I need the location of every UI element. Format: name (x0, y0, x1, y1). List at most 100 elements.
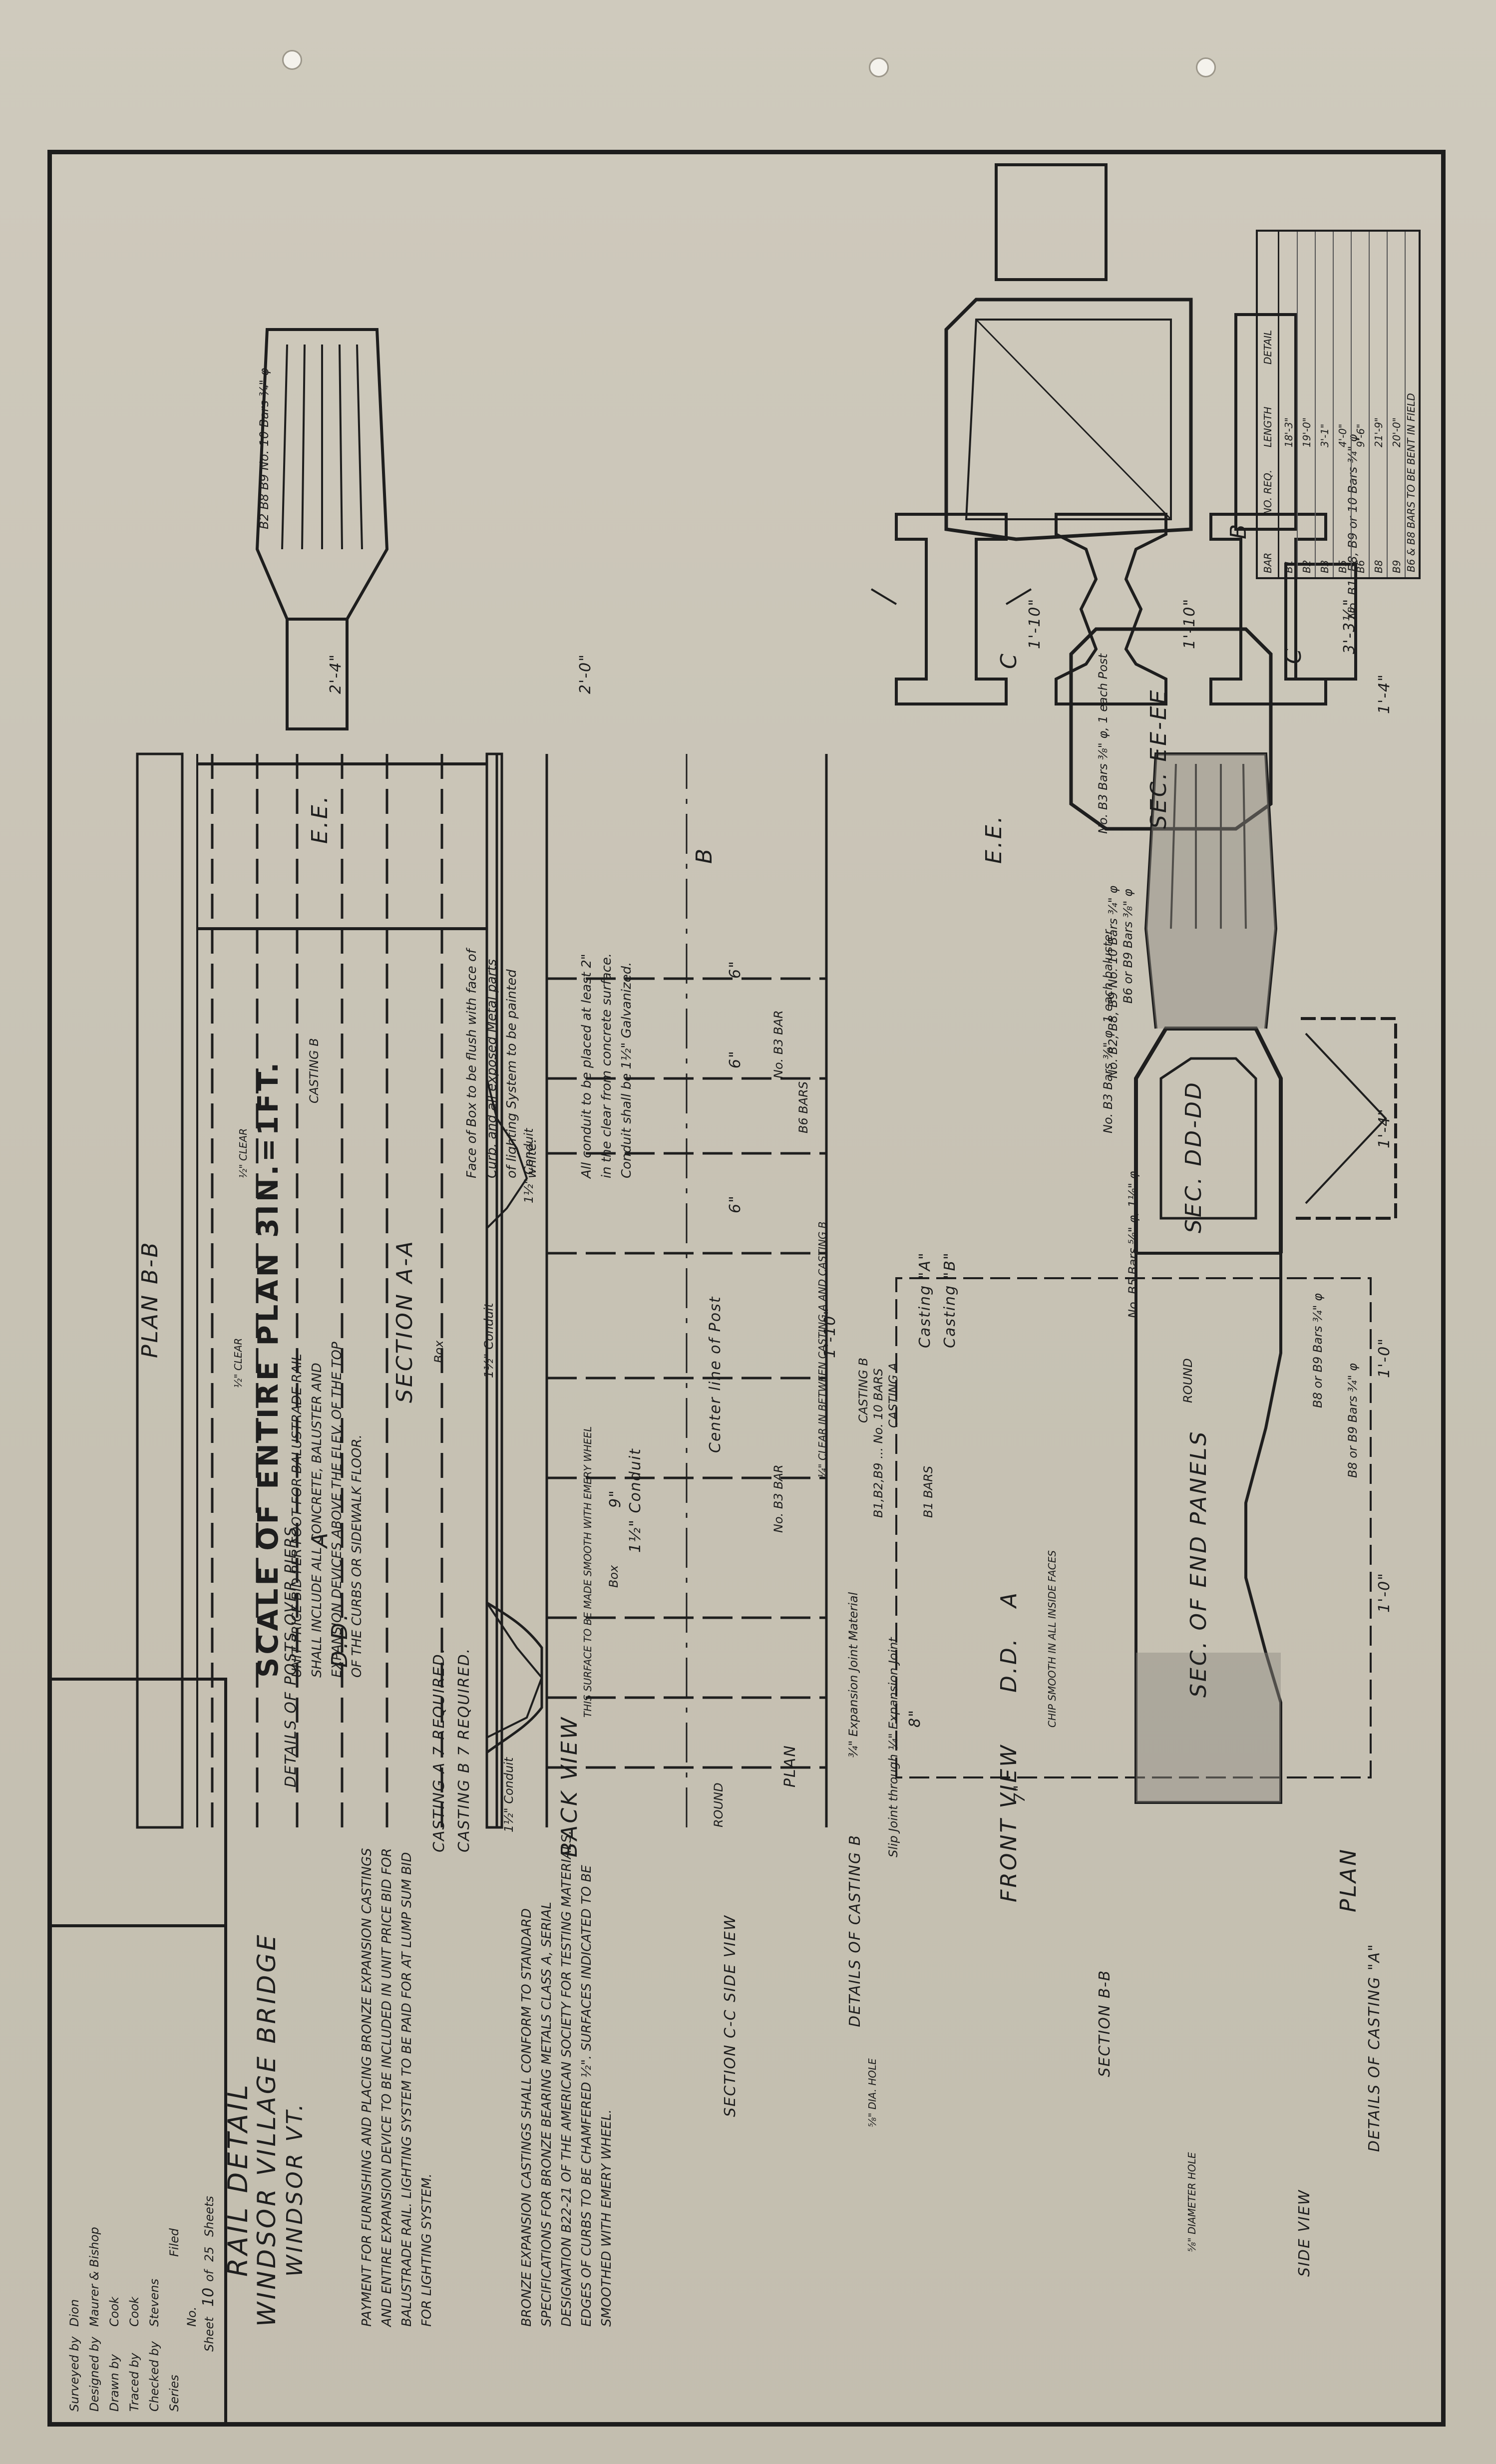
schedule-cell: 3'-1" (1319, 423, 1331, 447)
schedule-cell: 9'-6" (1355, 423, 1367, 447)
schedule-cell: B8 (1373, 560, 1385, 573)
filed-label: Filed (167, 2228, 181, 2257)
round-label: ROUND (1181, 1358, 1195, 1403)
traced-label: Traced by (127, 2353, 141, 2412)
dim-label: 6" (727, 1050, 744, 1068)
conduit-label: 1½" Conduit (627, 1448, 644, 1553)
dim-label: 1'-0" (1376, 1572, 1393, 1613)
schedule-cell (1370, 451, 1387, 519)
bars-note: B6 or B9 Bars ⅜" φ (1121, 889, 1135, 1004)
title-line-2: WINDSOR VILLAGE BRIDGE (252, 1932, 281, 2327)
dim-label: 1'-10" (1181, 598, 1198, 649)
schedule-cell: B1 (1283, 560, 1295, 573)
of-label: of (202, 2270, 216, 2282)
schedule-cell: B6 (1355, 560, 1367, 573)
section-aa-label: SECTION A-A (392, 1239, 417, 1403)
scale-note: SCALE OF ENTIRE PLAN 3IN.=1FT. (252, 1059, 285, 1678)
schedule-cell (1298, 451, 1315, 519)
schedule-header: LENGTH (1262, 406, 1274, 448)
casting-a-label: Casting "A" (916, 1252, 934, 1348)
box-label: Box (607, 1565, 621, 1588)
casting-note: ¼" CLEAR IN BETWEEN CASTING A AND CASTIN… (816, 1221, 828, 1478)
no-label: No. (185, 2306, 199, 2327)
side-view-label: SIDE VIEW (1296, 2189, 1313, 2277)
conduit-note: All conduit to be placed at least 2" in … (579, 953, 634, 1178)
schedule-cell (1316, 261, 1333, 368)
bronze-spec-note: BRONZE EXPANSION CASTINGS SHALL CONFORM … (519, 1830, 614, 2327)
details-casting-a-label: DETAILS OF CASTING "A" (1366, 1943, 1383, 2152)
clear-label: ½" CLEAR (237, 1128, 249, 1178)
clear-label: ½" CLEAR (232, 1338, 244, 1388)
details-casting-b-label: DETAILS OF CASTING B (846, 1834, 864, 2027)
casting-b-label: CASTING B (307, 1038, 321, 1103)
punch-hole (1196, 57, 1216, 77)
punch-hole (869, 57, 889, 77)
box-note: Face of Box to be flush with face of Cur… (464, 949, 539, 1178)
schedule-row: B6 9'-6" (1352, 232, 1370, 577)
schedule-row: B2 19'-0" (1298, 232, 1316, 577)
series-label: Series (167, 2375, 181, 2412)
schedule-row: B8 21'-9" (1370, 232, 1388, 577)
surveyed-value: Dion (67, 2299, 81, 2327)
ee-marker: E.E. (307, 794, 333, 844)
dim-label: 8" (906, 1709, 924, 1728)
sheet-total: 25 (202, 2246, 216, 2262)
drawn-label: Drawn by (107, 2354, 121, 2412)
casting-b-label: CASTING B (856, 1358, 870, 1423)
bars-b3-label: No. B3 BAR (771, 1010, 785, 1078)
dim-label: 3'-3⅛" (1341, 598, 1358, 654)
schedule-cell (1352, 261, 1369, 368)
unit-price-note: UNIT PRICE BID PER FOOT FOR BALUSTRADE R… (290, 1342, 365, 1678)
box-label: Box (432, 1340, 446, 1363)
top-rail-outline (136, 752, 184, 1829)
drawing-area: SCALE OF ENTIRE PLAN 3IN.=1FT. DETAILS O… (47, 150, 1446, 2427)
dia-hole-label: ⅝" DIA. HOLE (866, 2058, 878, 2127)
dim-label: 2'-4" (327, 653, 345, 694)
castings-required-note: CASTING A 7 REQUIRED. CASTING B 7 REQUIR… (430, 1647, 473, 1852)
schedule-header: NO. REQ. (1262, 469, 1274, 515)
sheet-label: Sheet (202, 2317, 216, 2352)
bars-note: No. B2, B8, B9 No. 10 Bars ¾" φ (1106, 885, 1120, 1078)
designed-value: Maurer & Bishop (87, 2227, 101, 2327)
schedule-cell: B2 (1301, 560, 1313, 573)
payment-note: PAYMENT FOR FURNISHING AND PLACING BRONZ… (360, 1848, 434, 2327)
ee-marker: E.E. (981, 814, 1007, 864)
bars-note: No. B5 Bars ⅝" φ, 1⅛" φ (1126, 1171, 1140, 1318)
title-line-3: WINDSOR VT. (282, 2101, 308, 2277)
schedule-cell: 18'-3" (1283, 417, 1295, 447)
schedule-cell (1298, 261, 1315, 368)
dia-hole-label: ⅝" DIAMETER HOLE (1186, 2152, 1198, 2252)
bars-label: B2 B8 B9 No. 10 Bars ¾" φ (257, 367, 271, 529)
casting-a-label: CASTING A (886, 1363, 900, 1428)
drawing-linework (136, 163, 1397, 1829)
schedule-cell: 21'-9" (1373, 417, 1385, 447)
schedule-footnote: B6 & B8 BARS TO BE BENT IN FIELD (1405, 393, 1417, 572)
checked-label: Checked by (147, 2341, 161, 2412)
traced-value: Cook (127, 2296, 141, 2327)
schedule-header: BAR (1262, 552, 1274, 573)
schedule-cell (1316, 451, 1333, 519)
dd-marker: D.D. (996, 1637, 1022, 1693)
bars-note: B8 or B9 Bars ¾" φ (1311, 1293, 1325, 1408)
b-marker: B (1226, 522, 1251, 539)
schedule-cell (1334, 261, 1351, 368)
schedule-cell (1352, 451, 1369, 519)
designed-label: Designed by (87, 2337, 101, 2412)
casting-b-label: Casting "B" (941, 1252, 959, 1348)
drawn-value: Cook (107, 2296, 121, 2327)
a-marker: A (996, 1590, 1022, 1608)
dim-label: 1'-10" (1026, 598, 1044, 649)
section-bb-label: SECTION B-B (1096, 1969, 1114, 2077)
title-line-1: RAIL DETAIL (222, 2082, 254, 2277)
schedule-cell: 19'-0" (1301, 417, 1313, 447)
plan-label: PLAN (781, 1745, 799, 1787)
plan-label: PLAN (1336, 1847, 1361, 1912)
dim-label: 1'-4" (1376, 1107, 1393, 1148)
round-label: ROUND (712, 1782, 726, 1827)
sheet-number: 10 (200, 2287, 217, 2307)
revision-box (47, 1678, 227, 1927)
